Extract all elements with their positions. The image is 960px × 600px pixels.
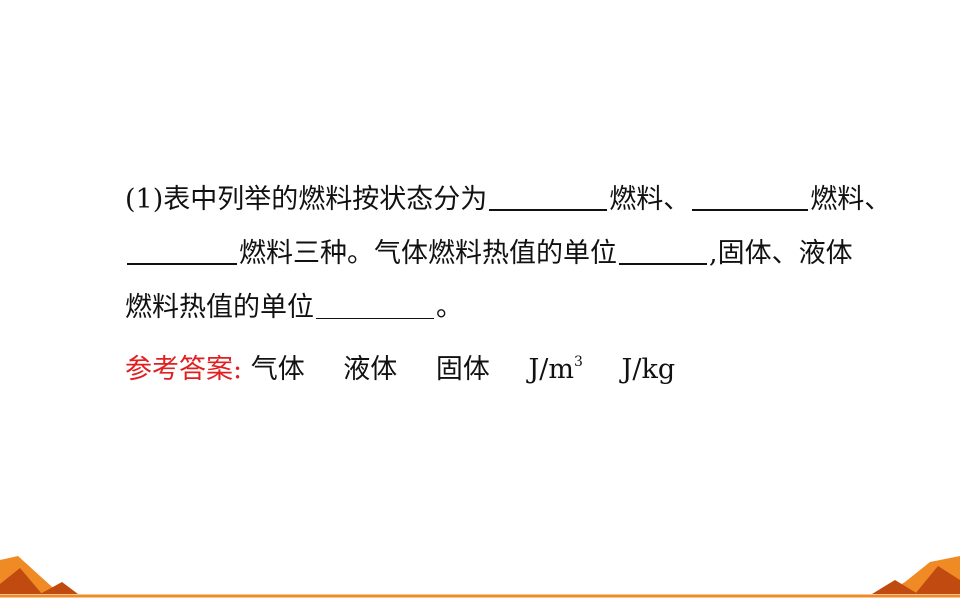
question-text: 燃料、 [810,184,892,215]
answer-item-unit: J/m3 [528,354,583,385]
answer-line: 参考答案: 气体 液体 固体 J/m3 J/kg [125,340,925,394]
answer-item: 气体 [250,354,305,385]
answer-label: 参考答案: [125,354,243,385]
question-text: 。 [436,292,463,323]
question-line-1: (1)表中列举的燃料按状态分为 燃料、 燃料、 [125,178,925,232]
question-text: (1)表中列举的燃料按状态分为 [125,184,488,215]
answer-item: 液体 [343,354,398,385]
left-mountain-dark [0,568,42,594]
right-mountain-dark [915,566,960,594]
answer-item-unit: J/kg [621,354,676,385]
question-text: 燃料、 [609,184,691,215]
question-text: ,固体、液体 [709,238,853,269]
left-mountain-small [40,582,78,594]
question-line-2: 燃料三种。气体燃料热值的单位 ,固体、液体 [125,232,925,286]
answer-blank [489,181,608,211]
answer-blank [316,290,434,319]
question-text: 燃料热值的单位 [125,292,314,323]
answer-blank [127,235,237,265]
question-block: (1)表中列举的燃料按状态分为 燃料、 燃料、 燃料三种。气体燃料热值的单位 ,固体、… [125,178,925,394]
question-text: 燃料三种。气体燃料热值的单位 [239,238,617,269]
answer-blank [619,235,707,265]
answer-item: 固体 [435,354,490,385]
answer-blank [692,181,809,211]
right-mountain-small [872,580,918,594]
question-line-3: 燃料热值的单位 。 [125,286,925,340]
